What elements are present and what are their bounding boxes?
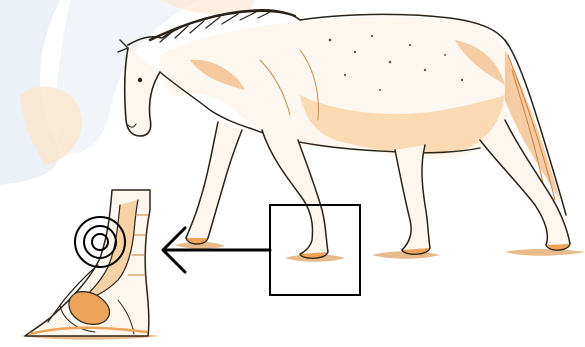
left-arrow-icon: [163, 228, 270, 272]
walking-horse-icon: [118, 10, 570, 258]
